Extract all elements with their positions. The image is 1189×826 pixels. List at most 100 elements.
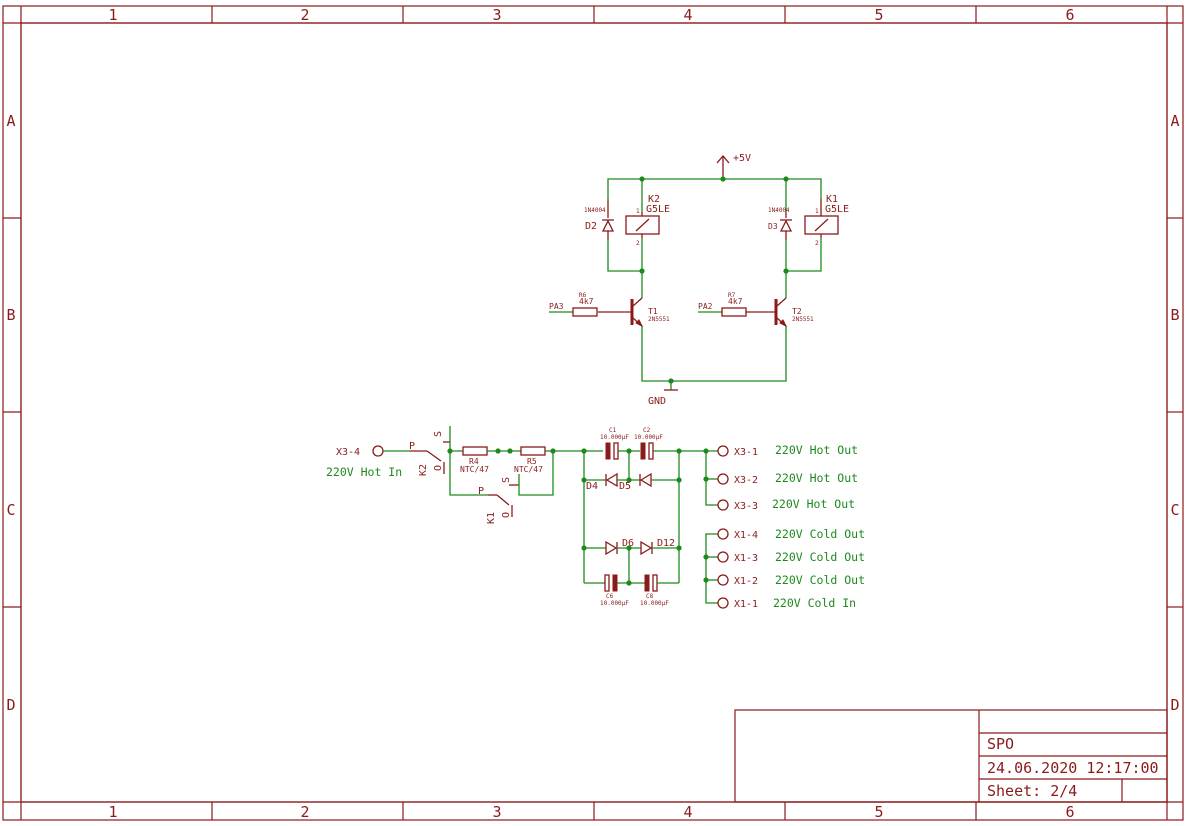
- k2-pin1-label: 1: [636, 208, 640, 215]
- x1-2-name: X1-2: [734, 576, 758, 587]
- d6-name: D6: [622, 538, 634, 549]
- x1-4-name: X1-4: [734, 530, 758, 541]
- k2-contact-name: K2: [418, 464, 429, 476]
- relay-driver-circuit: +5V 1 2 K2 G5LE 1N4004 D2: [549, 153, 849, 407]
- k2-pin2-label: 2: [636, 240, 640, 247]
- gnd-symbol: GND: [648, 389, 678, 407]
- r4-name: R4: [469, 457, 479, 466]
- k1-name: K1: [826, 194, 838, 205]
- column-label-6-bottom: 6: [1065, 803, 1074, 821]
- diode-d5: D5: [619, 472, 652, 492]
- d2-value: 1N4004: [584, 207, 606, 214]
- k2-contact-o: O: [433, 465, 444, 471]
- vcc-label: +5V: [733, 153, 751, 164]
- c6-value: 10.000µF: [600, 600, 629, 607]
- x3-1-name: X3-1: [734, 447, 758, 458]
- column-label-4-bottom: 4: [683, 803, 692, 821]
- net-label-pa2: PA2: [698, 302, 713, 311]
- resistor-r4: R4 NTC/47: [460, 446, 489, 474]
- capacitor-c6: C6 10.000µF: [600, 574, 629, 607]
- c8-value: 10.000µF: [640, 600, 669, 607]
- resistor-r7: PA2 R7 4k7: [698, 292, 747, 317]
- r7-value: 4k7: [728, 297, 743, 306]
- drawing-frame: 1 2 3 4 5 6 1 2 3 4 5 6 A B C D A B C D: [2, 5, 1184, 821]
- row-label-d-right: D: [1170, 696, 1179, 714]
- connector-x3-1[interactable]: X3-1 220V Hot Out: [717, 443, 858, 458]
- k1-contact-p: P: [478, 486, 484, 497]
- k1-contact-o: O: [501, 512, 512, 518]
- capacitor-c8: C8 10.000µF: [640, 574, 669, 607]
- k1-contact-name: K1: [486, 512, 497, 524]
- gnd-label: GND: [648, 396, 666, 407]
- column-label-3: 3: [492, 6, 501, 24]
- title-block-datetime: 24.06.2020 12:17:00: [987, 759, 1159, 777]
- k2-contact-s: S: [433, 431, 444, 437]
- c1-name: C1: [609, 427, 617, 434]
- capacitor-c1: 10.000µF C1: [600, 427, 629, 460]
- connector-x1-4[interactable]: X1-4 220V Cold Out: [717, 527, 865, 541]
- column-label-6: 6: [1065, 6, 1074, 24]
- k1-pin1-label: 1: [815, 208, 819, 215]
- k1-contact-s: S: [501, 477, 512, 483]
- connector-x1-1[interactable]: X1-1 220V Cold In: [717, 596, 856, 610]
- r5-value: NTC/47: [514, 465, 543, 474]
- row-label-c-right: C: [1170, 501, 1179, 519]
- row-label-b: B: [6, 306, 15, 324]
- x1-2-label: 220V Cold Out: [775, 573, 865, 587]
- x1-3-name: X1-3: [734, 553, 758, 564]
- x3-2-label: 220V Hot Out: [775, 471, 858, 485]
- c1-value: 10.000µF: [600, 434, 629, 441]
- x3-1-label: 220V Hot Out: [775, 443, 858, 457]
- connector-x3-3[interactable]: X3-3 220V Hot Out: [717, 497, 855, 512]
- diode-d4: D4: [586, 472, 618, 492]
- x3-3-name: X3-3: [734, 501, 758, 512]
- t2-name: T2: [792, 307, 802, 316]
- column-label-4: 4: [683, 6, 692, 24]
- row-label-a-right: A: [1170, 112, 1179, 130]
- d3-value: 1N4004: [768, 207, 790, 214]
- t1-value: 2N5551: [648, 316, 670, 323]
- k2-model: G5LE: [646, 204, 670, 215]
- relay-k1-coil: 1 2 K1 G5LE: [804, 194, 849, 247]
- d5-name: D5: [619, 481, 631, 492]
- c8-name: C8: [646, 593, 654, 600]
- column-label-5: 5: [874, 6, 883, 24]
- capacitor-c2: 10.000µF C2: [634, 427, 663, 460]
- relay-k2-contacts: P S O K2: [409, 431, 450, 476]
- x1-4-label: 220V Cold Out: [775, 527, 865, 541]
- diode-d12: D12: [640, 538, 675, 556]
- diode-d3: 1N4004 D3: [768, 207, 793, 240]
- row-label-a: A: [6, 112, 15, 130]
- d3-name: D3: [768, 222, 778, 231]
- x1-3-label: 220V Cold Out: [775, 550, 865, 564]
- c2-name: C2: [643, 427, 651, 434]
- transistor-t1: T1 2N5551: [598, 297, 670, 328]
- x1-1-name: X1-1: [734, 599, 758, 610]
- connector-x1-3[interactable]: X1-3 220V Cold Out: [717, 550, 865, 564]
- resistor-r6: PA3 R6 4k7: [549, 292, 598, 317]
- t2-value: 2N5551: [792, 316, 814, 323]
- row-label-b-right: B: [1170, 306, 1179, 324]
- x1-1-label: 220V Cold In: [773, 596, 856, 610]
- connector-x3-2[interactable]: X3-2 220V Hot Out: [717, 471, 858, 486]
- r6-name: R6: [579, 292, 587, 299]
- column-label-1-bottom: 1: [108, 803, 117, 821]
- title-block-sheet: Sheet: 2/4: [987, 782, 1077, 800]
- column-label-1: 1: [108, 6, 117, 24]
- title-block-name: SPO: [987, 735, 1014, 753]
- relay-k2-coil: 1 2 K2 G5LE: [625, 194, 670, 247]
- r5-name: R5: [527, 457, 537, 466]
- d2-name: D2: [585, 221, 597, 232]
- r4-value: NTC/47: [460, 465, 489, 474]
- x3-4-label: 220V Hot In: [326, 465, 402, 479]
- d4-name: D4: [586, 481, 598, 492]
- title-block: SPO 24.06.2020 12:17:00 Sheet: 2/4: [734, 709, 1168, 803]
- column-label-5-bottom: 5: [874, 803, 883, 821]
- connector-x1-2[interactable]: X1-2 220V Cold Out: [717, 573, 865, 587]
- column-label-2: 2: [300, 6, 309, 24]
- column-label-2-bottom: 2: [300, 803, 309, 821]
- power-switching-circuit: X3-4 220V Hot In P S O K2 P S O K1: [326, 426, 865, 610]
- r6-value: 4k7: [579, 297, 594, 306]
- c6-name: C6: [606, 593, 614, 600]
- x3-4-name: X3-4: [336, 447, 360, 458]
